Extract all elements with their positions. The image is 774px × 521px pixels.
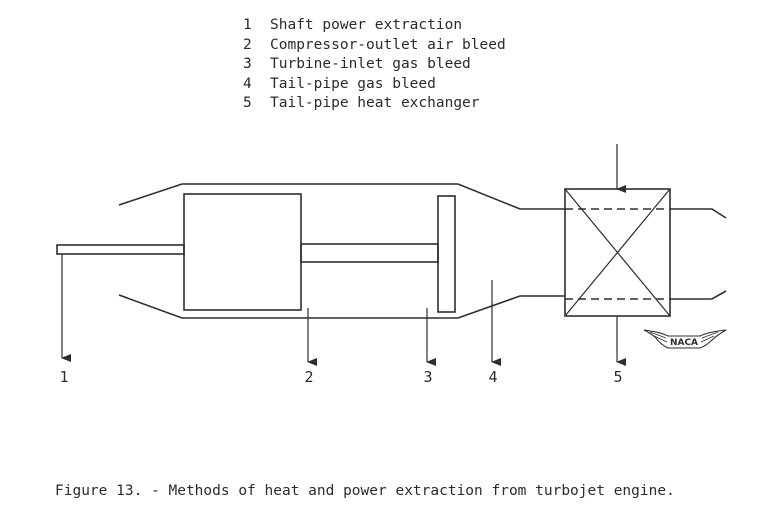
point-label-3: 3 [423, 368, 433, 386]
legend-item: 1 Shaft power extraction [243, 16, 506, 36]
legend-item-number: 1 [243, 17, 252, 33]
naca-logo: NACA [643, 329, 727, 349]
figure-caption: Figure 13. - Methods of heat and power e… [55, 483, 675, 499]
legend: 1 Shaft power extraction 2 Compressor-outl… [243, 16, 506, 114]
casing-lower-line [118, 294, 565, 319]
point-label-4: 4 [488, 368, 498, 386]
legend-item-number: 5 [243, 95, 252, 111]
naca-wing-feathers [649, 331, 719, 343]
heat-exchanger-diagonal [564, 188, 671, 317]
turbine-block [437, 195, 456, 313]
legend-item-label: Turbine-inlet gas bleed [270, 56, 471, 72]
main-shaft [300, 243, 439, 263]
point-label-5: 5 [613, 368, 623, 386]
point-label-2: 2 [304, 368, 314, 386]
legend-item: 3 Turbine-inlet gas bleed [243, 55, 506, 75]
legend-item-label: Compressor-outlet air bleed [270, 36, 506, 53]
heat-exchanger [564, 188, 671, 317]
legend-item-number: 4 [243, 75, 252, 92]
tailpipe-upper-line [670, 208, 727, 219]
legend-item: 5 Tail-pipe heat exchanger [243, 94, 506, 114]
legend-item-number: 2 [243, 36, 252, 53]
casing-upper-line [118, 183, 565, 210]
naca-wings-shape [643, 329, 727, 349]
power-shaft [56, 244, 185, 255]
engine-casing [118, 183, 727, 319]
legend-item-label: Tail-pipe heat exchanger [270, 95, 480, 111]
legend-item: 4 Tail-pipe gas bleed [243, 75, 506, 95]
legend-item-label: Shaft power extraction [270, 17, 463, 33]
compressor-block [183, 193, 302, 311]
legend-item-number: 3 [243, 56, 252, 72]
legend-item-label: Tail-pipe gas bleed [270, 75, 436, 92]
legend-item: 2 Compressor-outlet air bleed [243, 36, 506, 56]
tailpipe-lower-line [670, 290, 727, 300]
naca-logo-text: NACA [670, 338, 698, 348]
point-label-1: 1 [59, 368, 69, 386]
